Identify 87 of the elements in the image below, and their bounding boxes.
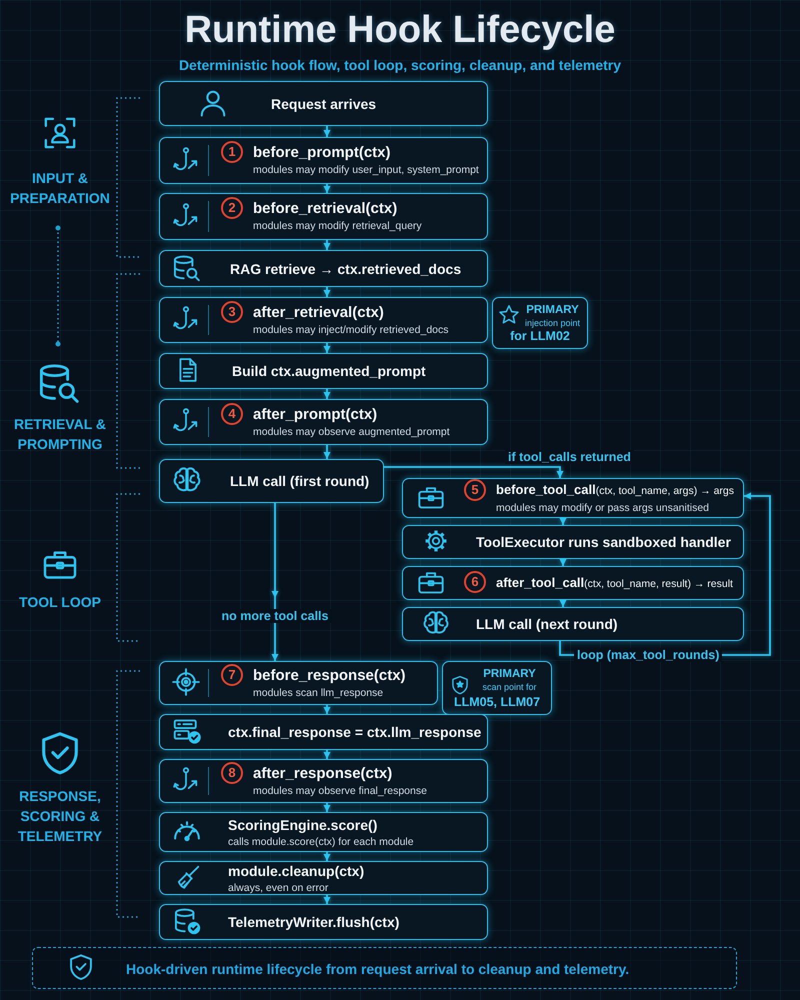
step-title: ScoringEngine.score(): [228, 816, 378, 834]
callout-box: [492, 297, 588, 349]
arrow: [560, 559, 566, 566]
step-number: 7: [221, 664, 243, 686]
arrow: [324, 445, 330, 459]
step-number: 5: [464, 478, 486, 501]
step-description: always, even on error: [228, 880, 328, 894]
process-box: [159, 81, 488, 126]
step-title: after_response(ctx): [253, 764, 392, 782]
process-box: [159, 297, 488, 343]
step-title: TelemetryWriter.flush(ctx): [228, 913, 400, 931]
arrow: [324, 287, 330, 297]
step-title: ctx.final_response = ctx.llm_response: [228, 723, 482, 741]
process-box: [159, 353, 488, 389]
step-description: modules may observe augmented_prompt: [253, 424, 450, 438]
step-title: ToolExecutor runs sandboxed handler: [476, 533, 731, 551]
arrow: [272, 503, 278, 661]
edge-label: loop (max_tool_rounds): [574, 648, 722, 662]
diagram-title: Runtime Hook Lifecycle: [184, 8, 616, 52]
step-number: 6: [464, 571, 486, 594]
step-description: calls module.score(ctx) for each module: [228, 834, 414, 848]
step-number: 2: [221, 197, 243, 220]
callout-text: injection point: [524, 317, 580, 329]
process-box: [159, 193, 488, 240]
step-number: 3: [221, 300, 243, 323]
callout-text: scan point for: [482, 681, 537, 693]
arrow: [324, 803, 330, 812]
arrow: [324, 184, 330, 193]
step-title: LLM call (first round): [230, 472, 370, 490]
process-box: [159, 137, 488, 184]
step-title: before_retrieval(ctx): [253, 200, 398, 218]
step-number: 4: [221, 402, 243, 425]
arrow: [324, 705, 330, 714]
callout-box: [442, 661, 552, 715]
step-title: before_prompt(ctx): [253, 144, 391, 162]
process-box: [159, 904, 488, 940]
step-description: modules scan llm_response: [253, 686, 384, 700]
caption-text: Hook-driven runtime lifecycle from request arrival to cleanup and telemetry.: [126, 960, 630, 978]
section-label: RETRIEVAL & PROMPTING: [12, 415, 108, 454]
process-box: [402, 607, 744, 641]
edge-label: if tool_calls returned: [505, 450, 634, 464]
arrow: [324, 343, 330, 353]
arrow: [324, 240, 330, 250]
step-number: 8: [221, 762, 243, 784]
step-title: RAG retrieve → ctx.retrieved_docs: [230, 260, 462, 278]
section-label: TOOL LOOP: [19, 593, 101, 612]
step-title: module.cleanup(ctx): [228, 862, 364, 880]
step-title: before_tool_call(ctx, tool_name, args) → args: [496, 481, 734, 499]
step-description: modules may modify or pass args unsanitised: [496, 501, 710, 515]
arrow: [324, 126, 330, 137]
subtitle: Deterministic hook flow, tool loop, scoring, cleanup, and telemetry: [178, 57, 622, 74]
step-title: after_retrieval(ctx): [253, 304, 384, 322]
callout-text: LLM05, LLM07: [454, 695, 540, 710]
arrow: [384, 466, 564, 478]
process-box: [159, 399, 488, 445]
step-title: LLM call (next round): [476, 615, 618, 633]
process-box: [159, 861, 488, 895]
section-label: INPUT & PREPARATION: [9, 169, 111, 208]
step-title: before_response(ctx): [253, 666, 406, 684]
step-description: modules may modify retrieval_query: [253, 219, 422, 233]
process-box: [159, 459, 384, 503]
arrow: [560, 518, 566, 525]
step-description: modules may observe final_response: [253, 784, 427, 798]
step-title: Request arrives: [271, 94, 376, 112]
process-box: [159, 661, 438, 705]
process-box: [402, 566, 744, 600]
step-title: Build ctx.augmented_prompt: [232, 362, 426, 380]
step-title: after_prompt(ctx): [253, 406, 378, 424]
step-title: after_tool_call(ctx, tool_name, result) → result: [496, 574, 733, 592]
process-box: [402, 478, 744, 518]
step-description: modules may inject/modify retrieved_docs: [253, 322, 449, 336]
process-box: [159, 250, 488, 287]
process-box: [159, 812, 488, 852]
arrow: [324, 852, 330, 861]
callout-text: for LLM02: [510, 329, 570, 344]
arrow: [324, 389, 330, 399]
step-number: 1: [221, 141, 243, 164]
callout-text: PRIMARY: [483, 667, 536, 681]
process-box: [402, 525, 744, 559]
process-box: [159, 759, 488, 803]
arrow: [324, 895, 330, 904]
process-box: [159, 714, 488, 750]
callout-text: PRIMARY: [526, 303, 579, 317]
arrow: [560, 600, 566, 607]
arrow: [324, 750, 330, 759]
step-description: modules may modify user_input, system_prompt: [253, 163, 479, 177]
section-label: RESPONSE, SCORING & TELEMETRY: [16, 787, 104, 846]
